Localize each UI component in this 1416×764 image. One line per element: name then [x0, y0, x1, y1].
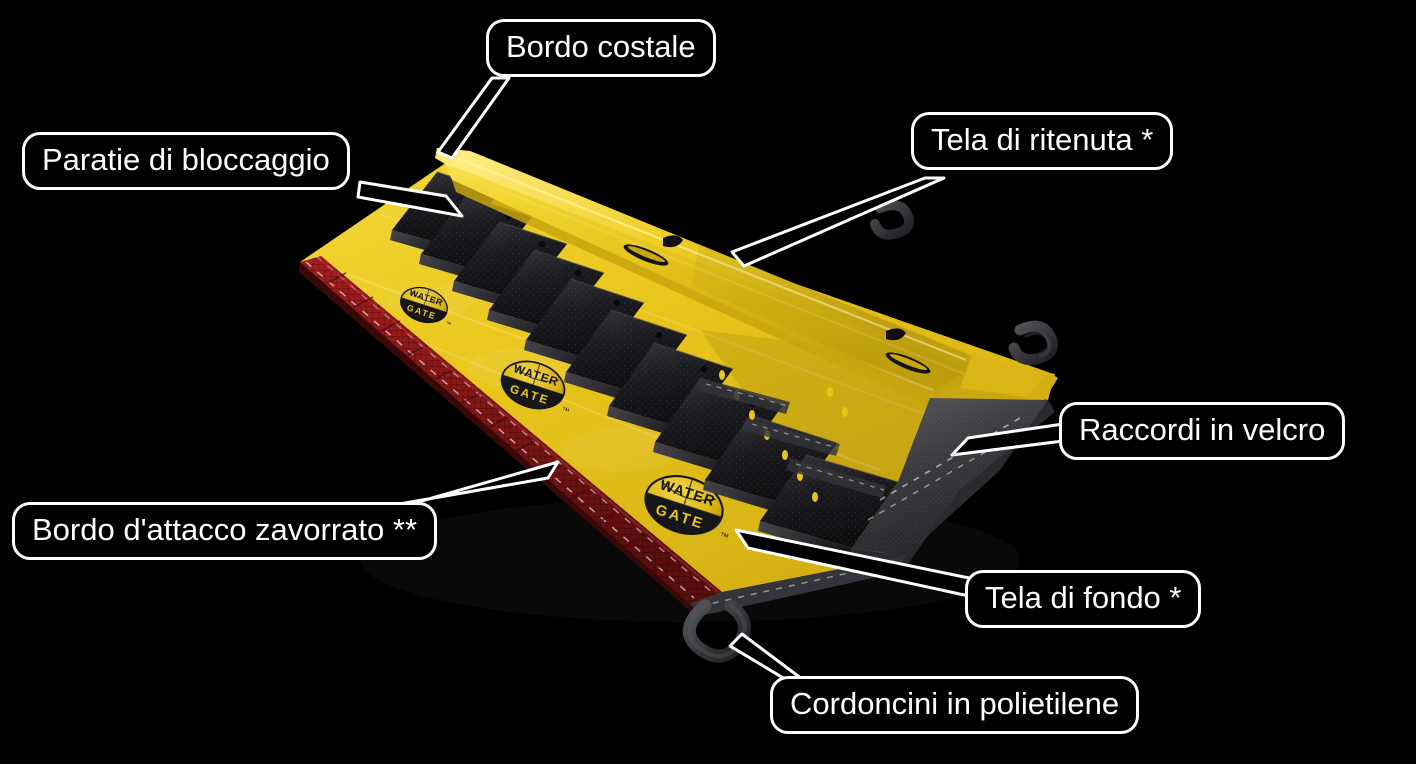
leader-cordoncini — [728, 632, 808, 684]
ballasted-leading-edge — [299, 255, 722, 614]
callout-bordo-dattacco-zavorrato[interactable]: Bordo d'attacco zavorrato ** — [12, 502, 438, 560]
callout-tela-di-ritenuta[interactable]: Tela di ritenuta * — [911, 112, 1174, 170]
retention-flap — [435, 148, 972, 410]
leader-tela-ritenuta — [730, 176, 946, 268]
callout-cordoncini-in-polietilene[interactable]: Cordoncini in polietilene — [770, 676, 1140, 734]
leader-paratie — [356, 180, 464, 218]
callout-bordo-costale[interactable]: Bordo costale — [486, 19, 716, 77]
svg-text:™: ™ — [560, 405, 570, 416]
leader-bordo-attacco — [386, 460, 560, 508]
callout-raccordi-in-velcro[interactable]: Raccordi in velcro — [1059, 402, 1346, 460]
polyethylene-rope-loop — [683, 200, 1058, 663]
leader-bordo-costale — [436, 76, 511, 160]
bulkhead-fins — [390, 171, 899, 558]
svg-text:™: ™ — [718, 530, 730, 543]
callout-tela-di-fondo[interactable]: Tela di fondo * — [965, 570, 1202, 628]
svg-text:™: ™ — [444, 321, 451, 328]
callout-paratie-di-bloccaggio[interactable]: Paratie di bloccaggio — [22, 132, 350, 190]
callout-leaders — [356, 76, 1065, 684]
